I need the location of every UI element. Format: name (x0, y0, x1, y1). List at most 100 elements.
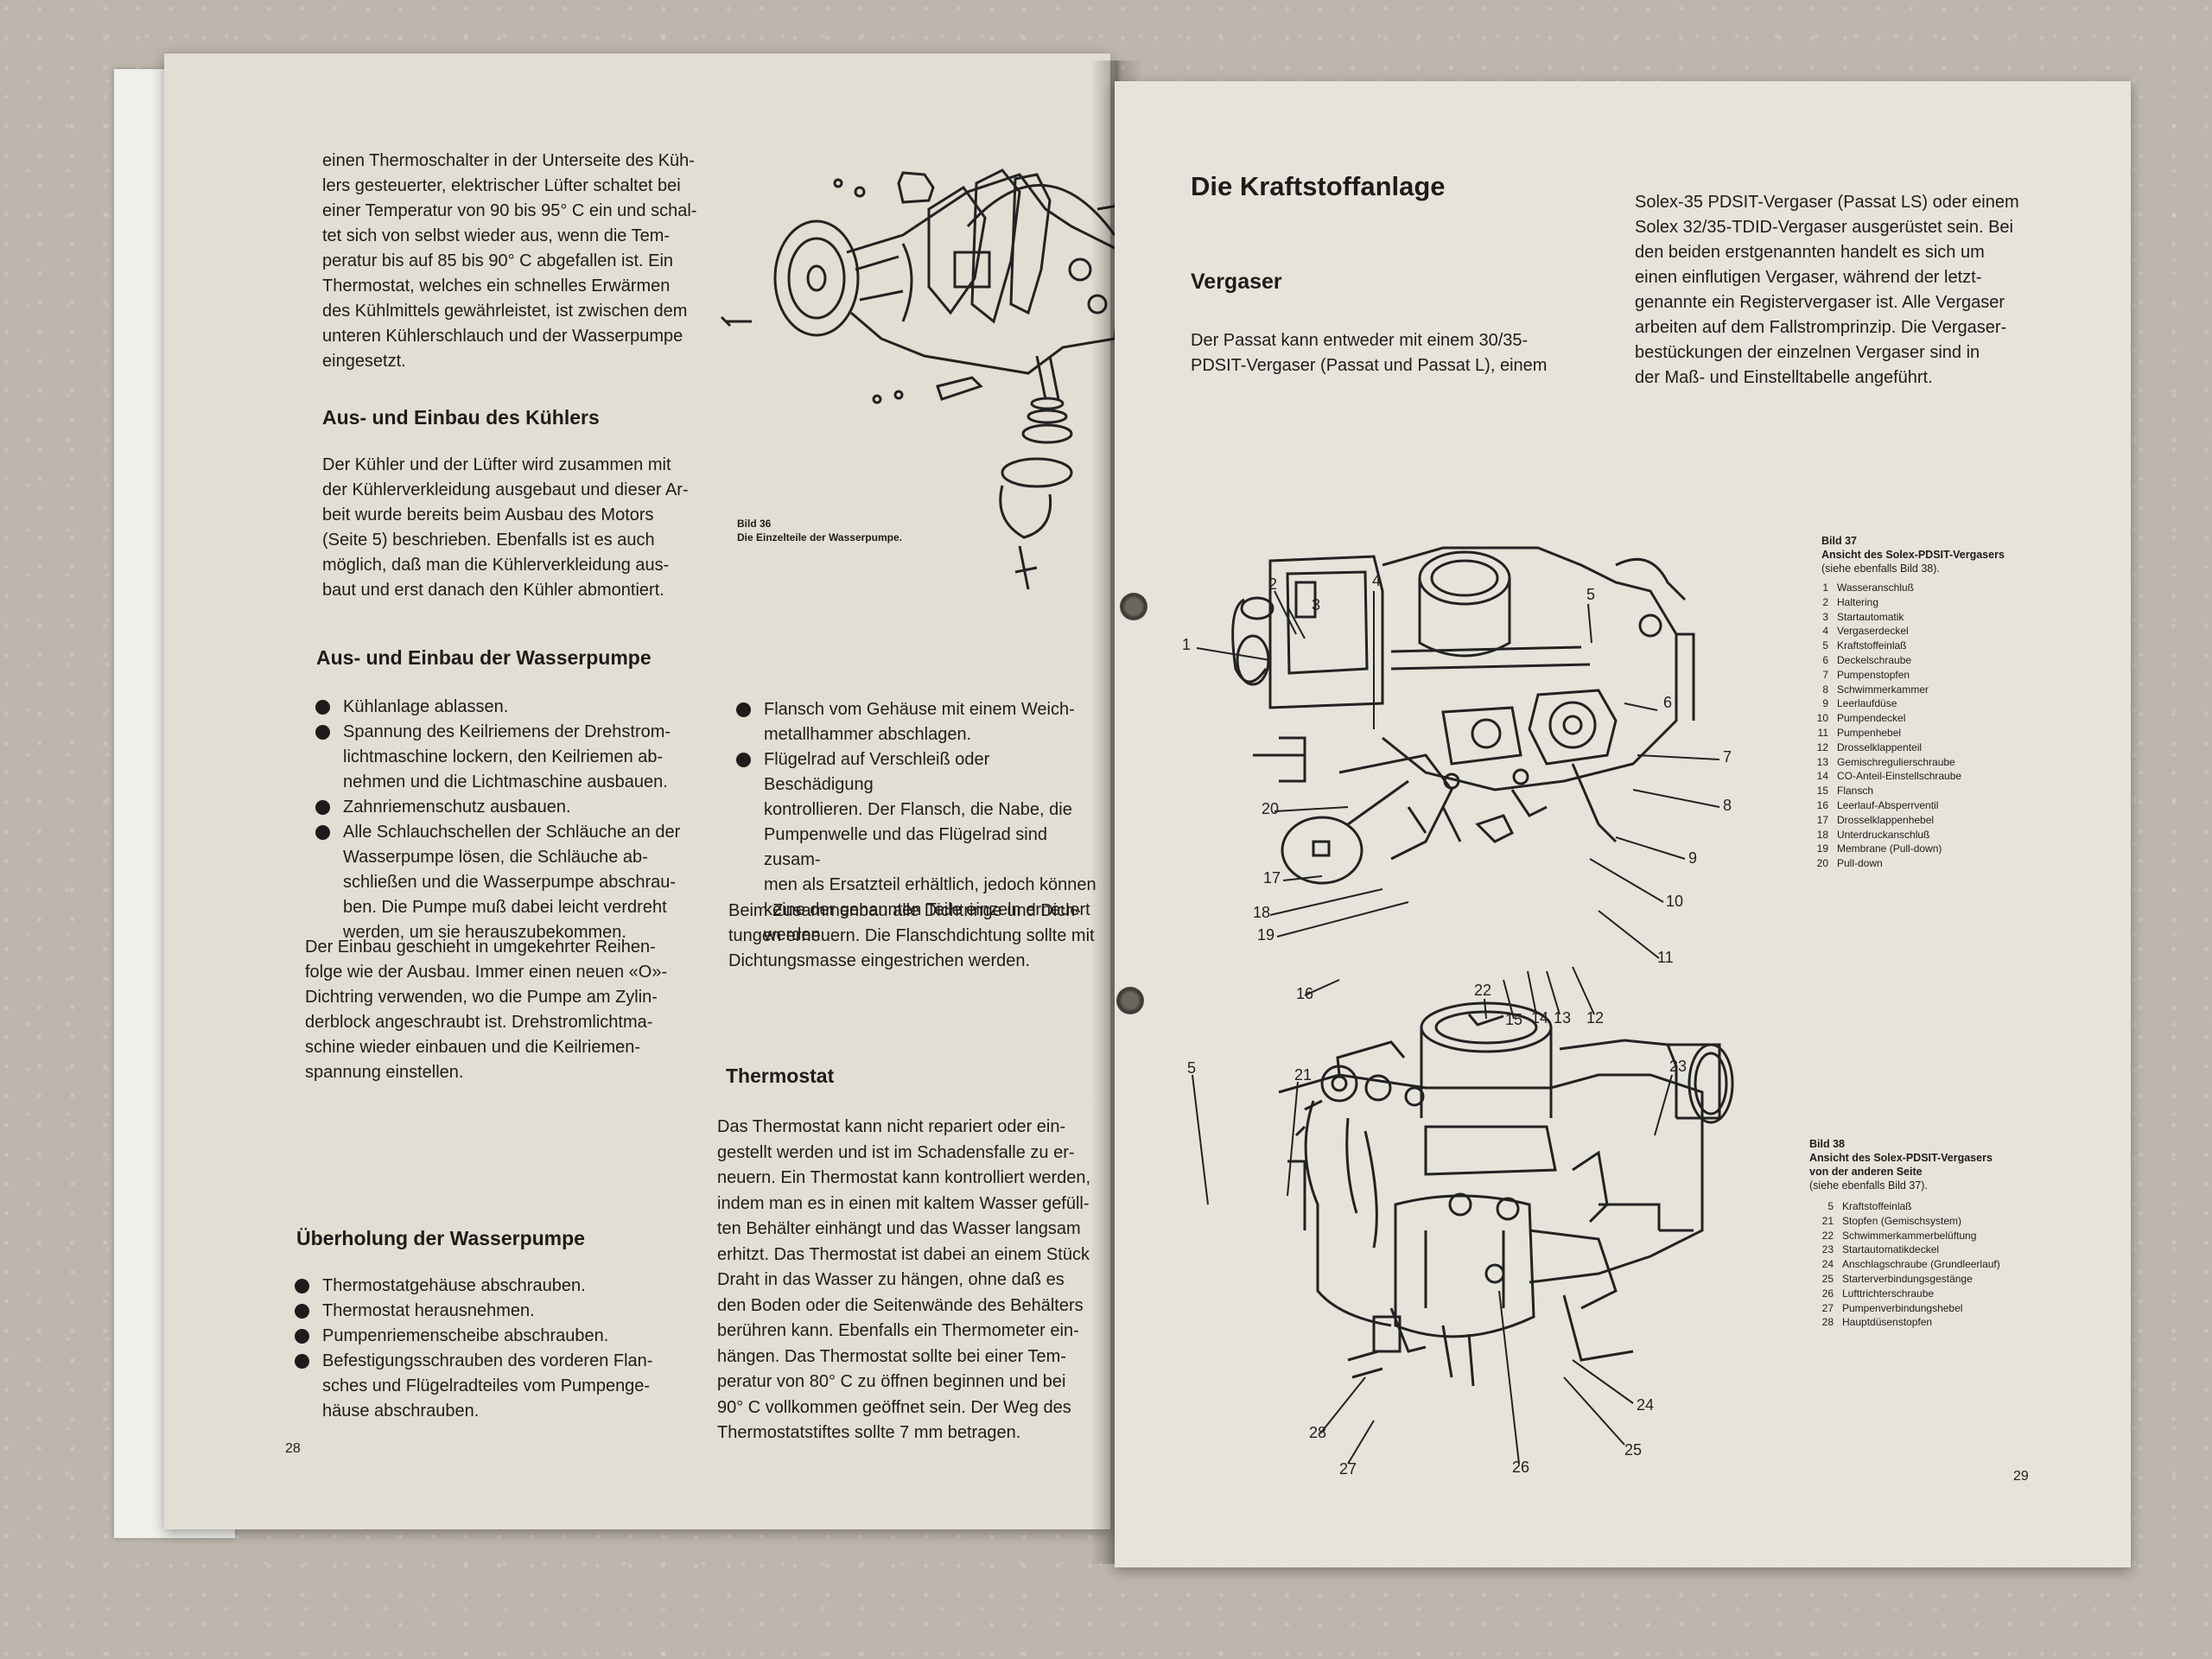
legend-text: Flansch (1837, 785, 1874, 798)
callout-number: 25 (1624, 1441, 1642, 1459)
text-line: kontrollieren. Der Flansch, die Nabe, di… (764, 800, 1072, 819)
right-page: Die Kraftstoffanlage Vergaser Der Passat… (1115, 81, 2131, 1567)
kuehler-paragraph: Der Kühler und der Lüfter wird zusammen … (322, 453, 702, 603)
figure38-subtitle: (siehe ebenfalls Bild 37). (1809, 1179, 1928, 1192)
legend-item: 14 CO-Anteil-Einstellschraube (1806, 769, 1961, 784)
legend-text: Leerlauf-Absperrventil (1837, 798, 1939, 811)
callout-number: 9 (1688, 849, 1697, 867)
column2-steps: Flansch vom Gehäuse mit einem Weich-meta… (734, 697, 1102, 948)
text-line: ten Behälter einhängt und das Wasser lan… (717, 1219, 1081, 1238)
text-line: beit wurde bereits beim Ausbau des Motor… (322, 505, 654, 524)
text-line: Solex 32/35-TDID-Vergaser ausgerüstet se… (1635, 218, 2013, 237)
text-line: derblock angeschraubt ist. Drehstromlich… (305, 1013, 653, 1032)
callout-number: 13 (1554, 1009, 1571, 1027)
legend-number: 22 (1821, 1229, 1834, 1242)
legend-number: 12 (1816, 741, 1828, 753)
legend-number: 28 (1821, 1316, 1834, 1329)
figure38-label: Bild 38 (1809, 1138, 1845, 1150)
legend-text: Membrane (Pull-down) (1837, 842, 1942, 855)
legend-text: Lufttrichterschraube (1842, 1287, 1935, 1300)
figure37-title: Ansicht des Solex-PDSIT-Vergasers (1821, 549, 2005, 561)
callout-number: 12 (1586, 1009, 1604, 1027)
text-line: lers gesteuerter, elektrischer Lüfter sc… (322, 176, 681, 195)
callout-number: 19 (1257, 926, 1274, 944)
legend-number: 27 (1821, 1301, 1834, 1314)
text-line: Thermostatgehäuse abschrauben. (322, 1276, 586, 1295)
legend-number: 16 (1816, 798, 1828, 811)
page-number-right: 29 (2013, 1469, 2029, 1484)
text-line: Thermostat herausnehmen. (322, 1301, 535, 1320)
legend-text: Pumpenhebel (1837, 726, 1902, 739)
callout-number: 27 (1339, 1460, 1357, 1478)
figure36-label: Bild 36 (737, 518, 772, 530)
text-line: Pumpenriemenscheibe abschrauben. (322, 1326, 609, 1345)
text-line: Flansch vom Gehäuse mit einem Weich- (764, 700, 1075, 719)
einbau-paragraph: Der Einbau geschieht in umgekehrter Reih… (305, 935, 702, 1085)
text-line: werden, um sie herauszubekommen. (343, 923, 626, 942)
text-line: peratur bis auf 85 bis 90° C abgefallen … (322, 251, 674, 270)
legend-number: 18 (1816, 828, 1828, 841)
legend-item: 16 Leerlauf-Absperrventil (1806, 798, 1961, 813)
text-line: den Boden oder die Seitenwände des Behäl… (717, 1295, 1084, 1315)
text-line: sches und Flügelradteiles vom Pumpenge- (322, 1376, 651, 1395)
text-line: keine der genannten Teile einzeln erneue… (764, 900, 1090, 919)
vergaser-paragraph: Der Passat kann entweder mit einem 30/35… (1191, 328, 1588, 378)
text-line: Flügelrad auf Verschleiß oder Beschädigu… (764, 750, 990, 794)
intro-paragraph: einen Thermoschalter in der Unterseite d… (322, 149, 702, 374)
legend-number: 6 (1822, 653, 1828, 666)
legend-number: 2 (1822, 595, 1828, 608)
legend-text: Pumpenstopfen (1837, 668, 1910, 681)
legend-number: 3 (1822, 610, 1828, 623)
callout-number: 4 (1372, 572, 1381, 589)
list-item: Befestigungsschrauben des vorderen Flan-… (293, 1349, 690, 1424)
legend-number: 4 (1822, 625, 1828, 638)
callout-number: 10 (1666, 893, 1683, 910)
callout-number: 17 (1263, 869, 1281, 887)
legend-text: CO-Anteil-Einstellschraube (1837, 770, 1962, 783)
vergaser-column2-paragraph: Solex-35 PDSIT-Vergaser (Passat LS) oder… (1635, 190, 2043, 391)
callout-number: 16 (1296, 985, 1313, 1002)
text-line: schließen und die Wasserpumpe abschrau- (343, 873, 677, 892)
callout-number: 5 (1187, 1059, 1196, 1077)
page-title: Die Kraftstoffanlage (1191, 171, 1446, 201)
figure38-title-line1: Ansicht des Solex-PDSIT-Vergasers (1809, 1152, 1993, 1164)
figure37-label: Bild 37 (1821, 535, 1857, 547)
list-item: Thermostatgehäuse abschrauben. (293, 1274, 690, 1299)
legend-number: 1 (1822, 582, 1828, 594)
legend-number: 20 (1816, 857, 1828, 870)
text-line: Wasserpumpe lösen, die Schläuche ab- (343, 848, 648, 867)
legend-text: Wasseranschluß (1837, 582, 1914, 594)
list-item: Spannung des Keilriemens der Drehstrom-l… (314, 720, 709, 795)
text-line: gestellt werden und ist im Schadensfalle… (717, 1142, 1075, 1162)
list-item: Pumpenriemenscheibe abschrauben. (293, 1324, 690, 1349)
figure38-title-line2: von der anderen Seite (1809, 1166, 1923, 1178)
text-line: häuse abschrauben. (322, 1402, 480, 1421)
callout-number: 11 (1657, 949, 1674, 966)
legend-text: Gemischregulierschraube (1837, 755, 1955, 768)
legend-number: 23 (1821, 1243, 1834, 1256)
legend-number: 14 (1816, 770, 1828, 783)
thermostat-paragraph: Das Thermostat kann nicht repariert oder… (717, 1115, 1097, 1446)
text-line: den beiden erstgenannten handelt es sich… (1635, 243, 1985, 262)
legend-number: 10 (1816, 712, 1828, 725)
text-line: Der Passat kann entweder mit einem 30/35… (1191, 331, 1529, 350)
legend-number: 7 (1822, 668, 1828, 681)
text-line: der Maß- und Einstelltabelle angeführt. (1635, 368, 1933, 387)
text-line: eingesetzt. (322, 352, 406, 371)
text-line: des Kühlmittels gewährleistet, ist zwisc… (322, 302, 688, 321)
callout-number: 14 (1531, 1009, 1548, 1027)
legend-number: 17 (1816, 813, 1828, 826)
ueberholung-steps: Thermostatgehäuse abschrauben. Thermostat… (293, 1274, 690, 1424)
text-line: hängen. Das Thermostat sollte bei einer … (717, 1346, 1066, 1366)
